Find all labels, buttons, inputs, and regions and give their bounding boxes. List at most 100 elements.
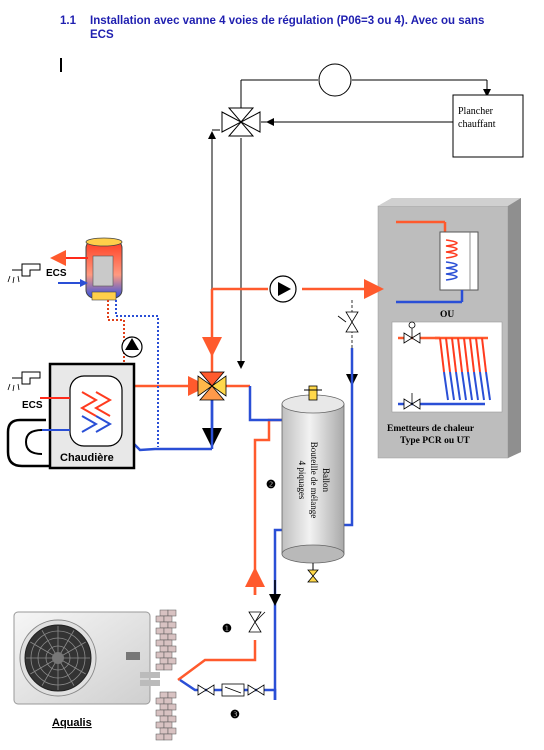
plancher-label-1: Plancher <box>458 106 494 117</box>
brick <box>167 633 177 641</box>
check-valve-hot <box>248 611 266 633</box>
brick <box>159 645 169 653</box>
faucet-icon-top <box>7 263 41 284</box>
emitter-loop-cold <box>467 371 473 401</box>
tank-drain-valve <box>307 563 319 583</box>
brick <box>159 715 169 723</box>
brick <box>155 709 165 717</box>
emitter-loop-hot <box>445 337 451 373</box>
plancher-label-2: chauffant <box>458 119 496 130</box>
radiator-panel <box>396 220 479 304</box>
section-title: Installation avec vanne 4 voies de régul… <box>90 15 485 27</box>
ecs-arrows-top <box>50 250 88 287</box>
ou-label: OU <box>440 310 454 320</box>
heat-pump-unit <box>13 611 160 705</box>
emitter-loop-hot <box>469 337 475 373</box>
brick <box>159 609 169 617</box>
circulator-pump-top <box>318 63 352 97</box>
brick <box>159 691 169 699</box>
ballon-label-2: Bouteille de mélange <box>309 442 319 518</box>
emitter-loop-hot <box>439 337 445 373</box>
brick <box>155 639 165 647</box>
brick <box>155 651 165 659</box>
brick <box>159 657 169 665</box>
emitter-loop-cold <box>461 371 467 401</box>
brick <box>159 621 169 629</box>
fan-ring <box>45 645 71 671</box>
brick <box>159 633 169 641</box>
mixing-bottle-tank <box>281 394 345 564</box>
emitter-loop-hot <box>481 337 487 373</box>
return-valves <box>197 683 265 697</box>
brick <box>155 615 165 623</box>
brick <box>163 651 173 659</box>
fan-ring <box>30 630 86 686</box>
emitter-loop-hot <box>475 337 481 373</box>
brick <box>167 609 177 617</box>
ecs-label-top: ECS <box>46 268 67 279</box>
emitter-loop-cold <box>473 371 479 401</box>
floor-heating-loop <box>208 79 491 369</box>
brick <box>163 627 173 635</box>
aqualis-label: Aqualis <box>52 717 92 729</box>
emitters-box <box>391 321 503 413</box>
emitter-loop-hot <box>463 337 469 373</box>
brick <box>167 703 177 711</box>
tank-air-vent <box>304 385 322 401</box>
chaudiere-label: Chaudière <box>60 452 114 464</box>
ballon-label: Ballon Bouteille de mélange 4 piquages <box>297 442 331 518</box>
emitter-loop-cold <box>479 371 485 401</box>
brick <box>163 615 173 623</box>
brick <box>163 697 173 705</box>
brick <box>159 727 169 735</box>
air-vent-valve <box>337 311 359 333</box>
floor-heating-box <box>452 94 524 158</box>
brick <box>163 721 173 729</box>
ecs-water-heater <box>85 237 123 301</box>
emitter-loop-cold <box>485 371 491 401</box>
text-cursor <box>60 58 62 72</box>
brick <box>163 709 173 717</box>
three-way-valve-top <box>221 107 261 137</box>
emitter-valve-top <box>403 321 421 344</box>
brick <box>167 715 177 723</box>
boiler <box>6 362 136 470</box>
brick <box>167 691 177 699</box>
marker-3: ❸ <box>230 709 240 721</box>
brick <box>163 733 173 741</box>
emetteurs-label-2: Type PCR ou UT <box>400 436 470 446</box>
circulator-pump-ecs <box>121 336 143 358</box>
brick <box>155 663 165 671</box>
emitter-loop-cold <box>455 371 461 401</box>
circulator-pump-main <box>269 275 297 303</box>
emitter-loop-cold <box>443 371 449 401</box>
emitter-valve-bottom <box>403 393 421 410</box>
brick <box>163 639 173 647</box>
ecs-label-boiler: ECS <box>22 400 43 411</box>
emetteurs-label-1: Emetteurs de chaleur <box>387 424 475 434</box>
brick <box>163 663 173 671</box>
section-heading: 1.1 Installation avec vanne 4 voies de ré… <box>60 14 500 42</box>
emitter-loop-hot <box>457 337 463 373</box>
brick <box>159 703 169 711</box>
emitter-loop-cold <box>449 371 455 401</box>
section-number: 1.1 <box>60 15 76 27</box>
brick <box>167 621 177 629</box>
brick-wall <box>155 609 177 741</box>
brick <box>167 727 177 735</box>
brick <box>167 645 177 653</box>
brick <box>155 733 165 741</box>
emitter-loop-hot <box>451 337 457 373</box>
brick <box>155 721 165 729</box>
faucet-icon-boiler <box>7 371 41 392</box>
brick <box>155 627 165 635</box>
brick <box>167 657 177 665</box>
marker-1: ❶ <box>222 623 232 635</box>
ballon-label-1: Ballon <box>321 468 331 492</box>
four-way-mixing-valve <box>197 371 227 401</box>
brick <box>155 697 165 705</box>
ballon-label-3: 4 piquages <box>297 461 307 500</box>
fan-ring <box>37 637 79 679</box>
emitter-loops <box>439 337 491 401</box>
